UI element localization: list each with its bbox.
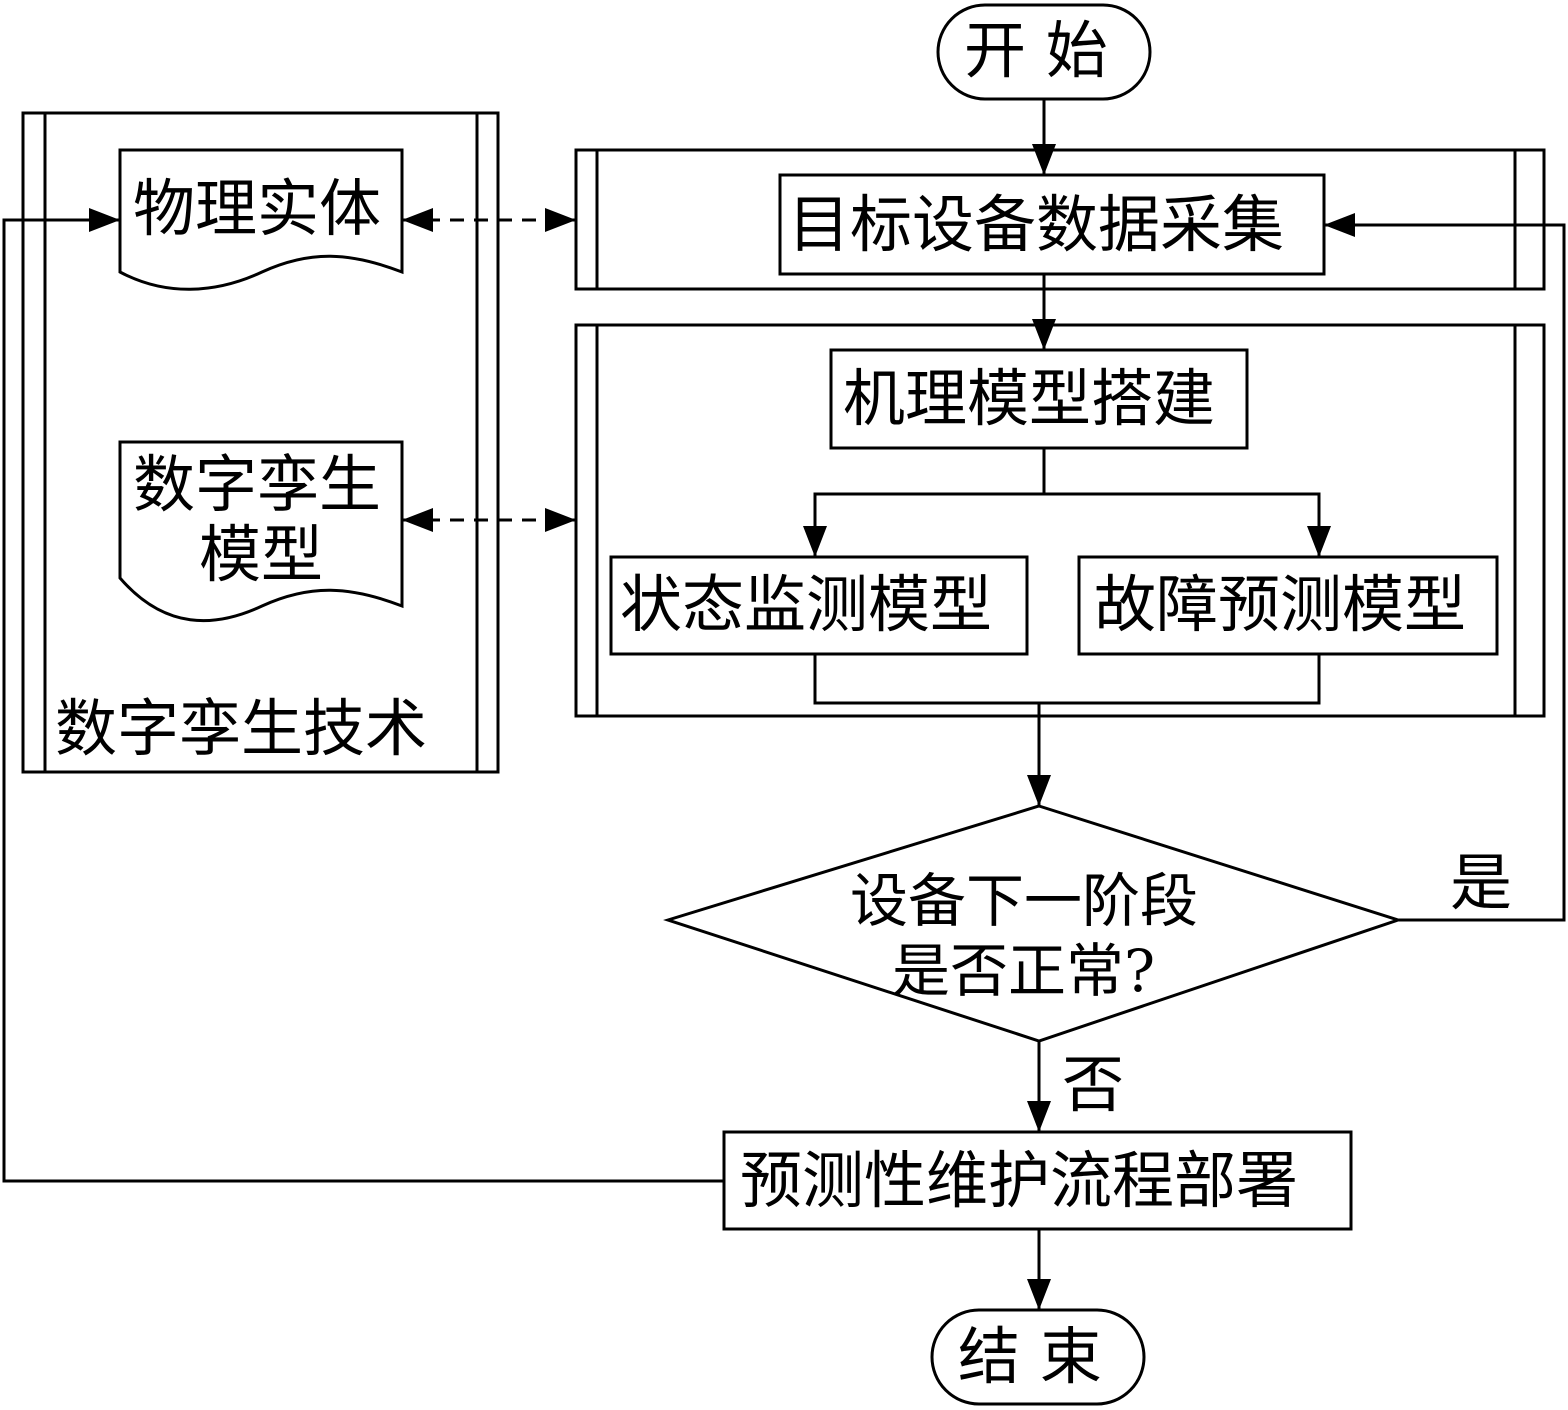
arrowhead-left <box>1324 213 1355 237</box>
arrowhead-down <box>1027 1279 1051 1310</box>
mechanism-model-label: 机理模型搭建 <box>843 362 1216 435</box>
arrowhead-down <box>1027 1101 1051 1132</box>
yes-loop-line <box>1324 223 1566 922</box>
twin-model-document <box>118 440 404 623</box>
physical-entity-document <box>118 148 404 291</box>
arrowhead-left <box>402 508 433 532</box>
arrowhead-down <box>803 526 827 557</box>
decision-label-line2: 是否正常? <box>892 937 1156 1005</box>
end-label: 结 束 <box>958 1320 1102 1393</box>
arrowhead-right <box>545 208 576 232</box>
fault-prediction-box <box>1077 555 1499 656</box>
merge-line <box>813 654 1321 705</box>
data-collection-label: 目标设备数据采集 <box>788 188 1285 261</box>
twin-model-label-line1: 数字孪生 <box>133 448 382 521</box>
arrowhead-down <box>1032 144 1056 175</box>
fault-prediction-label: 故障预测模型 <box>1094 568 1467 641</box>
feedback-to-physical-line <box>2 218 724 1183</box>
maintenance-deploy-label: 预测性维护流程部署 <box>740 1144 1299 1217</box>
arrowhead-right <box>89 208 120 232</box>
arrowhead-down <box>1027 775 1051 806</box>
branch-line-right <box>1044 492 1321 557</box>
state-monitoring-box <box>609 555 1029 656</box>
arrowhead-right <box>545 508 576 532</box>
arrowhead-left <box>402 208 433 232</box>
twin-model-label-line2: 模型 <box>199 518 324 591</box>
mechanism-model-box <box>829 348 1249 450</box>
arrowhead-down <box>1032 319 1056 350</box>
yes-label: 是 <box>1450 846 1513 919</box>
physical-entity-label: 物理实体 <box>133 172 382 245</box>
decision-label-line1: 设备下一阶段 <box>850 867 1199 935</box>
no-label: 否 <box>1062 1048 1125 1121</box>
arrowhead-down <box>1307 526 1331 557</box>
branch-line <box>813 448 1046 557</box>
start-label: 开 始 <box>964 14 1108 87</box>
digital-twin-panel <box>21 111 500 774</box>
state-monitoring-label: 状态监测模型 <box>620 568 993 641</box>
digital-twin-panel-title: 数字孪生技术 <box>55 692 428 765</box>
